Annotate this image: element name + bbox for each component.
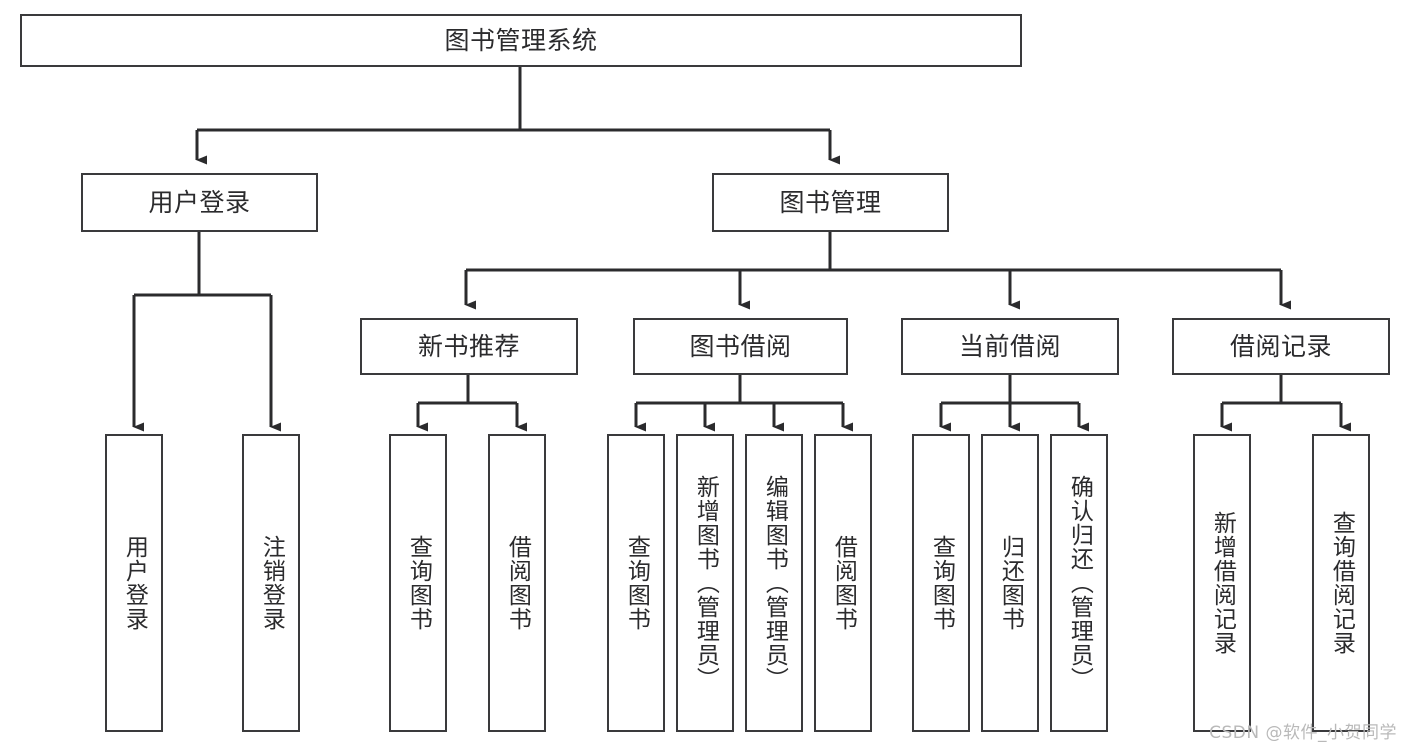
node-current-borrow-label: 当前借阅 (958, 331, 1061, 361)
leaf-edit-book-admin-label: 编辑图书（管理员） (761, 475, 788, 691)
node-user-login-label: 用户登录 (148, 187, 251, 217)
leaf-query-book-2[interactable]: 查询图书 (607, 434, 665, 732)
leaf-query-book-3[interactable]: 查询图书 (912, 434, 970, 732)
leaf-return-book-label: 归还图书 (997, 535, 1024, 631)
leaf-add-book-admin-label: 新增图书（管理员） (692, 475, 719, 691)
leaf-query-book-1-label: 查询图书 (405, 535, 432, 631)
node-book-borrow[interactable]: 图书借阅 (633, 318, 848, 375)
node-new-book-recommend[interactable]: 新书推荐 (360, 318, 578, 375)
leaf-logout-login[interactable]: 注销登录 (242, 434, 300, 732)
leaf-borrow-book-2[interactable]: 借阅图书 (814, 434, 872, 732)
node-book-manage-label: 图书管理 (779, 187, 882, 217)
node-book-borrow-label: 图书借阅 (689, 331, 792, 361)
node-current-borrow[interactable]: 当前借阅 (901, 318, 1119, 375)
node-book-manage[interactable]: 图书管理 (712, 173, 949, 232)
leaf-confirm-return-admin-label: 确认归还（管理员） (1066, 475, 1093, 691)
node-borrow-record-label: 借阅记录 (1229, 331, 1332, 361)
leaf-return-book[interactable]: 归还图书 (981, 434, 1039, 732)
csdn-watermark: CSDN @软件_小贺同学 (1209, 723, 1397, 743)
node-new-book-recommend-label: 新书推荐 (417, 331, 520, 361)
leaf-borrow-book-1-label: 借阅图书 (504, 535, 531, 631)
leaf-query-borrow-record-label: 查询借阅记录 (1328, 511, 1355, 655)
node-root-label: 图书管理系统 (444, 25, 598, 55)
leaf-add-borrow-record[interactable]: 新增借阅记录 (1193, 434, 1251, 732)
leaf-borrow-book-2-label: 借阅图书 (830, 535, 857, 631)
leaf-add-book-admin[interactable]: 新增图书（管理员） (676, 434, 734, 732)
node-user-login[interactable]: 用户登录 (81, 173, 318, 232)
node-root[interactable]: 图书管理系统 (20, 14, 1022, 67)
leaf-user-login-label: 用户登录 (121, 535, 148, 631)
leaf-borrow-book-1[interactable]: 借阅图书 (488, 434, 546, 732)
node-borrow-record[interactable]: 借阅记录 (1172, 318, 1390, 375)
leaf-query-borrow-record[interactable]: 查询借阅记录 (1312, 434, 1370, 732)
leaf-add-borrow-record-label: 新增借阅记录 (1209, 511, 1236, 655)
leaf-query-book-3-label: 查询图书 (928, 535, 955, 631)
leaf-query-book-2-label: 查询图书 (623, 535, 650, 631)
leaf-confirm-return-admin[interactable]: 确认归还（管理员） (1050, 434, 1108, 732)
leaf-logout-login-label: 注销登录 (258, 535, 285, 631)
leaf-edit-book-admin[interactable]: 编辑图书（管理员） (745, 434, 803, 732)
leaf-user-login[interactable]: 用户登录 (105, 434, 163, 732)
leaf-query-book-1[interactable]: 查询图书 (389, 434, 447, 732)
